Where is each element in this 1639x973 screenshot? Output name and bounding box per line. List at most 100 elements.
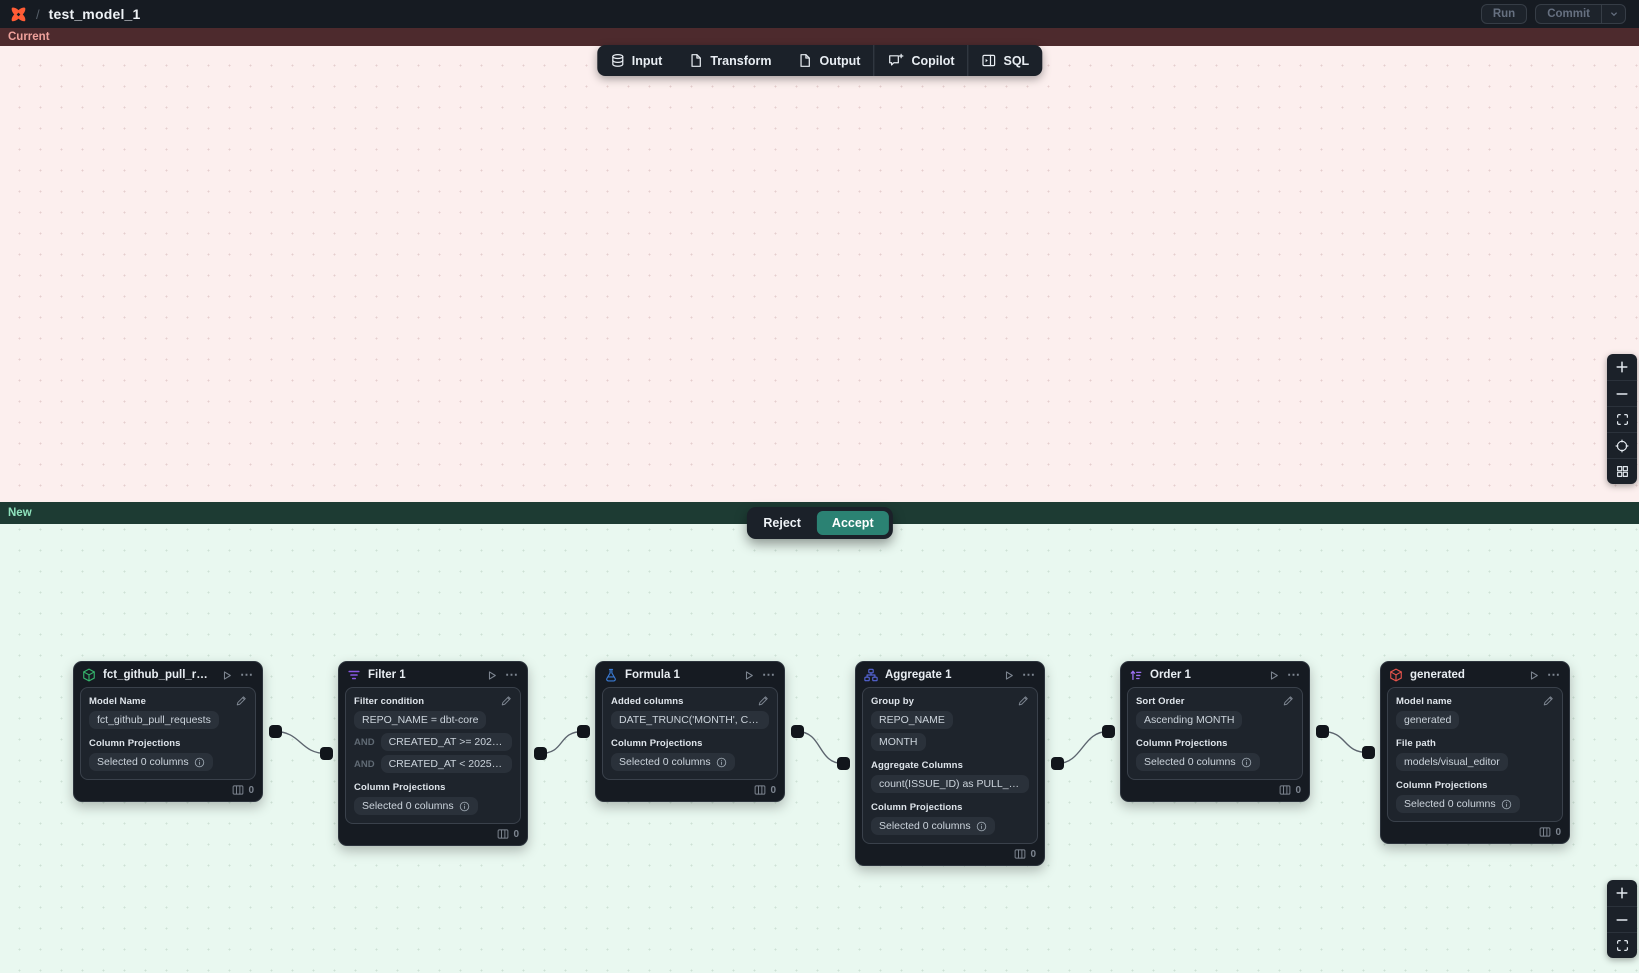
edge-connector xyxy=(274,730,327,755)
toolbar-output-button[interactable]: Output xyxy=(784,45,873,76)
toolbar-input-button[interactable]: Input xyxy=(597,45,676,76)
current-section-label: Current xyxy=(8,31,50,43)
section-header: Column Projections xyxy=(354,782,512,793)
zoom-in-button[interactable] xyxy=(1607,880,1637,906)
section-label: Sort Order xyxy=(1136,695,1185,707)
run-node-button[interactable] xyxy=(220,669,233,682)
top-bar-actions: Run Commit xyxy=(1480,4,1629,24)
section-header: Group by xyxy=(871,695,1029,707)
target-handle[interactable] xyxy=(1361,746,1375,759)
source-handle[interactable] xyxy=(1050,757,1064,770)
run-node-button[interactable] xyxy=(1267,669,1280,682)
target-handle[interactable] xyxy=(836,757,850,770)
new-version-canvas[interactable]: fct_github_pull_requests⋯Model Namefct_g… xyxy=(0,524,1639,973)
value-chip[interactable]: REPO_NAME xyxy=(871,711,953,729)
zoom-in-button[interactable] xyxy=(1607,354,1637,380)
node-menu-button[interactable]: ⋯ xyxy=(762,668,776,681)
value-chip[interactable]: Ascending MONTH xyxy=(1136,711,1243,729)
pipeline-node-fct_github_pull_requests[interactable]: fct_github_pull_requests⋯Model Namefct_g… xyxy=(73,661,263,802)
chip-text: count(ISSUE_ID) as PULL_REQUEST_… xyxy=(879,778,1021,790)
ellipsis-icon: ⋯ xyxy=(1547,667,1561,682)
node-menu-button[interactable]: ⋯ xyxy=(1547,667,1561,682)
setting-row: REPO_NAME xyxy=(871,711,1029,729)
commit-button[interactable]: Commit xyxy=(1535,4,1601,24)
section-header: Model Name xyxy=(89,695,247,707)
accept-button[interactable]: Accept xyxy=(816,511,889,535)
run-button[interactable]: Run xyxy=(1480,4,1528,24)
value-chip[interactable]: Selected 0 columns xyxy=(871,817,995,835)
columns-icon xyxy=(754,784,766,796)
value-chip[interactable]: Selected 0 columns xyxy=(354,797,478,815)
current-version-canvas[interactable] xyxy=(0,46,1639,502)
node-menu-button[interactable]: ⋯ xyxy=(1022,668,1036,681)
source-handle[interactable] xyxy=(1315,725,1329,738)
value-chip[interactable]: CREATED_AT < 2025-03-01 xyxy=(380,755,512,773)
chip-text: Selected 0 columns xyxy=(619,756,711,768)
edit-section-button[interactable] xyxy=(757,695,769,707)
value-chip[interactable]: CREATED_AT >= 2024-12-01 xyxy=(380,733,512,751)
value-chip[interactable]: Selected 0 columns xyxy=(1396,795,1520,813)
source-handle[interactable] xyxy=(268,725,282,738)
file-icon xyxy=(797,53,812,68)
section-rows: Selected 0 columns xyxy=(89,753,247,771)
value-chip[interactable]: models/visual_editor xyxy=(1396,753,1508,771)
chip-text: Ascending MONTH xyxy=(1144,714,1235,726)
edit-section-button[interactable] xyxy=(1542,695,1554,707)
fit-view-button[interactable] xyxy=(1607,932,1637,958)
toolbar-transform-button[interactable]: Transform xyxy=(675,45,784,76)
node-menu-button[interactable]: ⋯ xyxy=(240,668,254,681)
edit-section-button[interactable] xyxy=(1017,695,1029,707)
source-handle[interactable] xyxy=(533,747,547,760)
commit-dropdown-button[interactable] xyxy=(1601,4,1626,24)
value-chip[interactable]: Selected 0 columns xyxy=(89,753,213,771)
target-handle[interactable] xyxy=(1101,725,1115,738)
run-node-button[interactable] xyxy=(1002,669,1015,682)
run-node-button[interactable] xyxy=(1527,669,1540,682)
target-handle[interactable] xyxy=(319,747,333,760)
edge-connector xyxy=(1056,730,1109,765)
reject-button[interactable]: Reject xyxy=(750,511,814,535)
fit-view-icon xyxy=(1616,939,1629,952)
commit-split-button: Commit xyxy=(1535,4,1626,24)
fit-view-button[interactable] xyxy=(1607,406,1637,432)
run-node-button[interactable] xyxy=(485,669,498,682)
section-header: Aggregate Columns xyxy=(871,760,1029,771)
node-title: Order 1 xyxy=(1150,669,1191,681)
sort-icon xyxy=(1129,668,1143,682)
layout-grid-button[interactable] xyxy=(1607,458,1637,484)
target-handle[interactable] xyxy=(576,725,590,738)
value-chip[interactable]: Selected 0 columns xyxy=(1136,753,1260,771)
columns-icon xyxy=(1014,848,1026,860)
value-chip[interactable]: count(ISSUE_ID) as PULL_REQUEST_… xyxy=(871,775,1029,793)
run-node-button[interactable] xyxy=(742,669,755,682)
node-menu-button[interactable]: ⋯ xyxy=(505,668,519,681)
source-handle[interactable] xyxy=(790,725,804,738)
zoom-out-button[interactable] xyxy=(1607,380,1637,406)
value-chip[interactable]: Selected 0 columns xyxy=(611,753,735,771)
value-chip[interactable]: MONTH xyxy=(871,733,926,751)
chip-text: Selected 0 columns xyxy=(1144,756,1236,768)
toolbar-copilot-button[interactable]: Copilot xyxy=(874,45,967,76)
zoom-out-button[interactable] xyxy=(1607,906,1637,932)
focus-button[interactable] xyxy=(1607,432,1637,458)
value-chip[interactable]: REPO_NAME = dbt-core xyxy=(354,711,487,729)
edit-section-button[interactable] xyxy=(235,695,247,707)
edit-section-button[interactable] xyxy=(1282,695,1294,707)
focus-icon xyxy=(1615,438,1629,453)
edit-section-button[interactable] xyxy=(500,695,512,707)
value-chip[interactable]: fct_github_pull_requests xyxy=(89,711,219,729)
node-menu-button[interactable]: ⋯ xyxy=(1287,668,1301,681)
value-chip[interactable]: DATE_TRUNC('MONTH', CREATED_AT… xyxy=(611,711,769,729)
toolbar-sql-button[interactable]: SQL xyxy=(969,45,1043,76)
value-chip[interactable]: generated xyxy=(1396,711,1460,729)
dbt-logo-icon[interactable] xyxy=(10,6,27,23)
